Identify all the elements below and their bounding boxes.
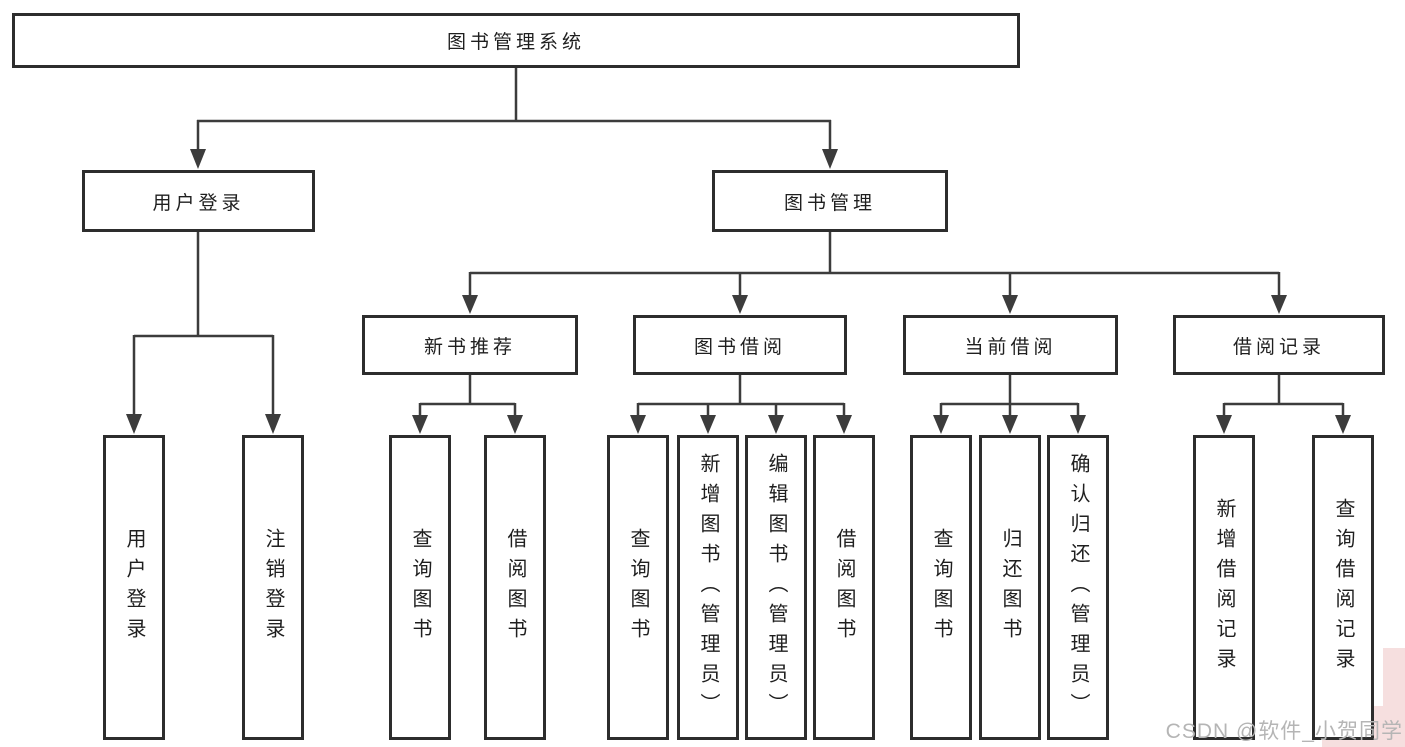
leaf-label: 新增图书（管理员）	[697, 452, 719, 723]
leaf-label: 查询图书	[409, 527, 431, 648]
leaf-logout: 注销登录	[242, 435, 304, 740]
leaf-label: 查询图书	[930, 527, 952, 648]
leaf-add-books-admin: 新增图书（管理员）	[677, 435, 739, 740]
leaf-borrow-books-recommend: 借阅图书	[484, 435, 546, 740]
node-user-login: 用户登录	[82, 170, 315, 232]
leaf-label: 用户登录	[123, 527, 145, 648]
leaf-add-borrow-record: 新增借阅记录	[1193, 435, 1255, 740]
node-book-borrow: 图书借阅	[633, 315, 847, 375]
leaf-label: 注销登录	[262, 527, 284, 648]
leaf-query-books-recommend: 查询图书	[389, 435, 451, 740]
leaf-user-login: 用户登录	[103, 435, 165, 740]
leaf-borrow-books: 借阅图书	[813, 435, 875, 740]
leaf-query-books-borrow: 查询图书	[607, 435, 669, 740]
leaf-confirm-return-admin: 确认归还（管理员）	[1047, 435, 1109, 740]
node-root: 图书管理系统	[12, 13, 1020, 68]
node-book-management: 图书管理	[712, 170, 948, 232]
leaf-query-books-current: 查询图书	[910, 435, 972, 740]
leaf-edit-books-admin: 编辑图书（管理员）	[745, 435, 807, 740]
leaf-label: 查询借阅记录	[1332, 497, 1354, 678]
watermark-text: CSDN @软件_小贺同学	[1165, 720, 1403, 743]
leaf-label: 确认归还（管理员）	[1067, 452, 1089, 723]
leaf-query-borrow-record: 查询借阅记录	[1312, 435, 1374, 740]
leaf-label: 借阅图书	[504, 527, 526, 648]
leaf-label: 新增借阅记录	[1213, 497, 1235, 678]
node-borrow-records: 借阅记录	[1173, 315, 1385, 375]
leaf-label: 编辑图书（管理员）	[765, 452, 787, 723]
node-new-book-recommend: 新书推荐	[362, 315, 578, 375]
connector-lines	[126, 68, 1351, 434]
node-current-borrow: 当前借阅	[903, 315, 1118, 375]
leaf-label: 查询图书	[627, 527, 649, 648]
leaf-return-books: 归还图书	[979, 435, 1041, 740]
leaf-label: 借阅图书	[833, 527, 855, 648]
leaf-label: 归还图书	[999, 527, 1021, 648]
